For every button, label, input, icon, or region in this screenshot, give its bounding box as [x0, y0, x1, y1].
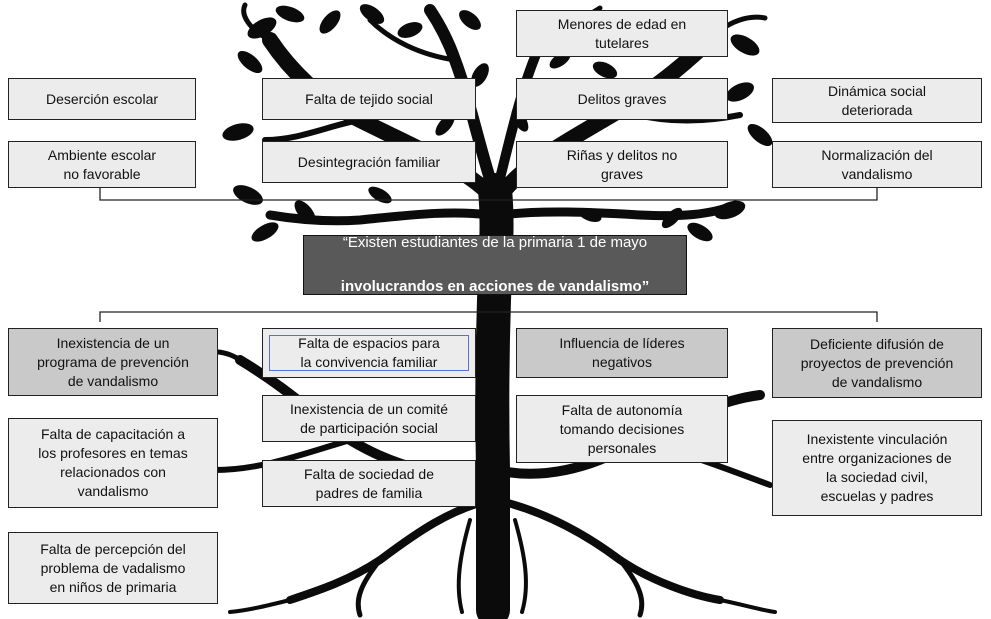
central-problem: “Existen estudiantes de la primaria 1 de… [303, 234, 687, 295]
cause-sociedad-padres: Falta de sociedad de padres de familia [262, 460, 476, 507]
effects-bracket [99, 188, 878, 201]
effect-dinamica-social: Dinámica social deteriorada [772, 78, 982, 123]
effect-delitos-graves: Delitos graves [516, 78, 728, 120]
effect-desintegracion-familiar: Desintegración familiar [262, 141, 476, 183]
cause-espacios-convivencia[interactable]: Falta de espacios para la convivencia fa… [262, 328, 476, 378]
cause-lideres-negativos: Influencia de líderes negativos [516, 328, 728, 378]
effect-ambiente-escolar: Ambiente escolar no favorable [8, 141, 196, 188]
tree-trunk [475, 173, 514, 619]
cause-vinculacion-organizaciones: Inexistente vinculación entre organizaci… [772, 420, 982, 516]
effect-menores-tutelares: Menores de edad en tutelares [516, 10, 728, 57]
effect-rinas-delitos: Riñas y delitos no graves [516, 141, 728, 188]
cause-comite-participacion: Inexistencia de un comité de participaci… [262, 395, 476, 442]
effect-desercion-escolar: Deserción escolar [8, 78, 196, 120]
central-problem-line2: involucrandos en acciones de vandalismo” [340, 278, 650, 295]
cause-difusion-proyectos: Deficiente difusión de proyectos de prev… [772, 328, 982, 398]
central-problem-line1: “Existen estudiantes de la primaria 1 de… [342, 234, 648, 251]
cause-percepcion-problema: Falta de percepción del problema de vada… [8, 532, 218, 604]
cause-programa-prevencion: Inexistencia de un programa de prevenció… [8, 328, 218, 396]
causes-bracket [99, 311, 878, 322]
cause-autonomia-decisiones: Falta de autonomía tomando decisiones pe… [516, 395, 728, 463]
cause-capacitacion-profesores: Falta de capacitación a los profesores e… [8, 418, 218, 508]
effect-tejido-social: Falta de tejido social [262, 78, 476, 120]
effect-normalizacion-vandalismo: Normalización del vandalismo [772, 141, 982, 188]
